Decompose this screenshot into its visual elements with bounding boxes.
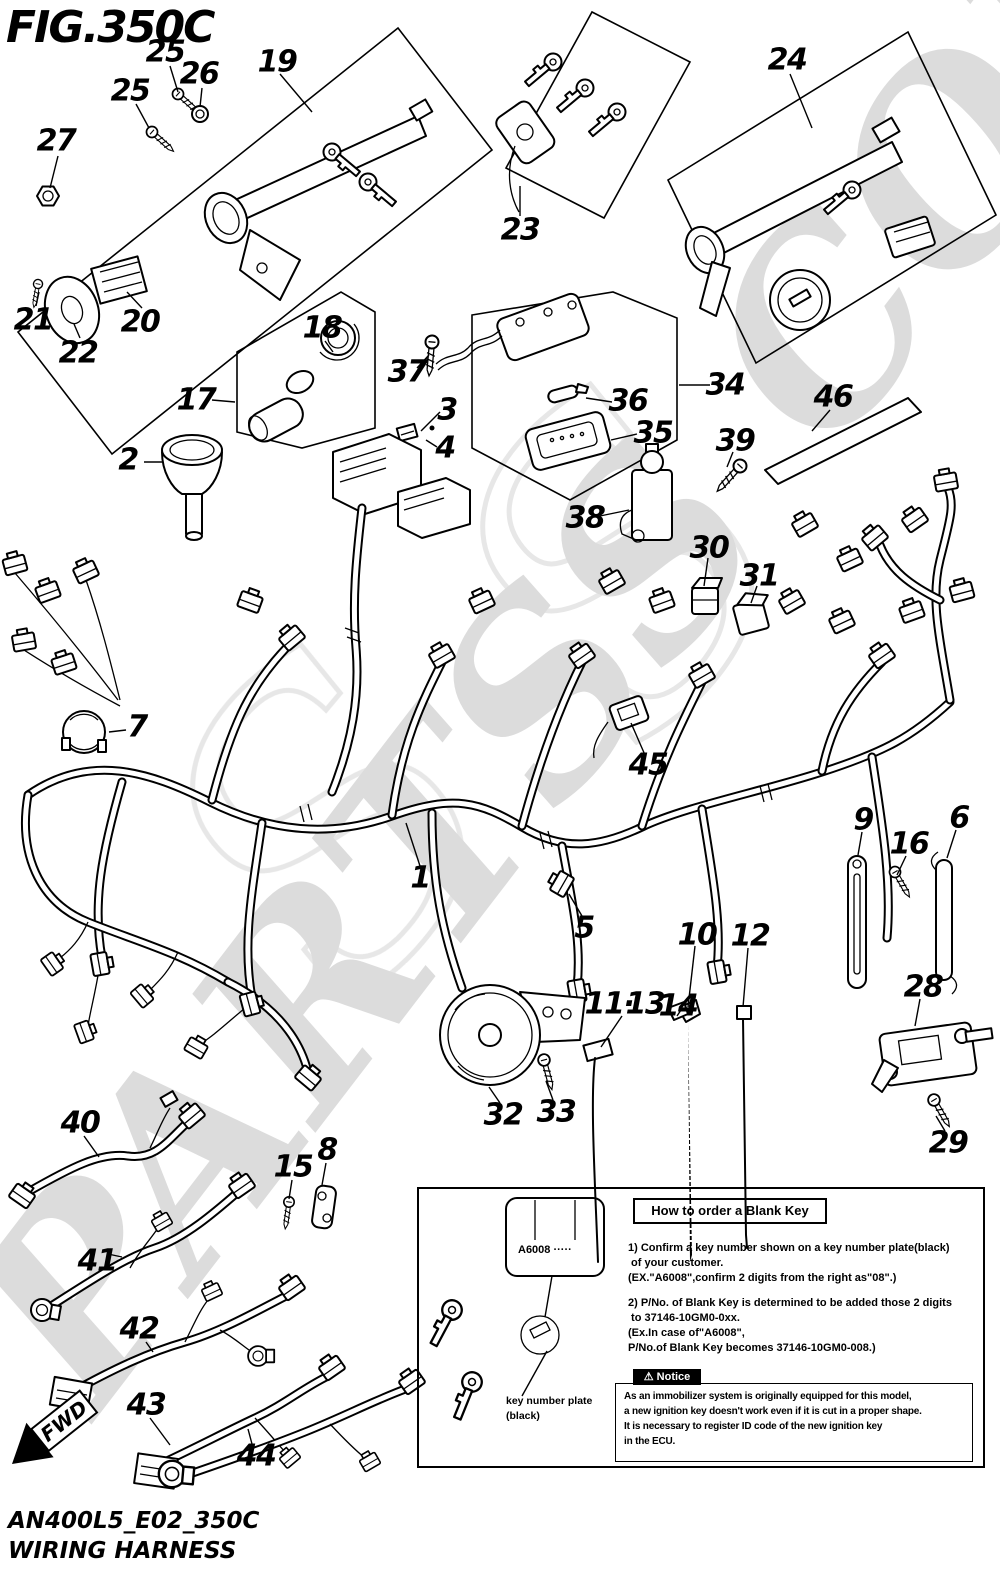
notice-line: a new ignition key doesn't work even if … (624, 1406, 922, 1417)
panel-step1: 1) Confirm a key number shown on a key n… (628, 1241, 950, 1286)
panel-keys (423, 1200, 576, 1424)
key-number-plate-box (505, 1197, 605, 1277)
notice-line: It is necessary to register ID code of t… (624, 1421, 883, 1432)
step1-line: (EX."A6008",confirm 2 digits from the ri… (628, 1272, 897, 1284)
notice-line: in the ECU. (624, 1436, 676, 1447)
figure-title: FIG.350C (6, 2, 215, 53)
notice-text: As an immobilizer system is originally e… (624, 1389, 922, 1449)
straps-9-6 (847, 851, 958, 995)
accessory-socket-17-18 (248, 320, 360, 443)
switch-relays-strip (619, 397, 922, 636)
grommet-and-socket (61, 695, 650, 759)
plate-callout-line: key number plate (506, 1395, 593, 1407)
lamp-assembly-34-36 (435, 292, 612, 471)
footer: AN400L5_E02_350C WIRING HARNESS (8, 1506, 259, 1566)
notice-line: As an immobilizer system is originally e… (624, 1391, 912, 1402)
horn-32 (439, 984, 586, 1092)
step2-line: to 37146-10GM0-0xx. (628, 1312, 740, 1324)
ignition-switch-assembly (28, 98, 434, 345)
fasteners-top-left (36, 85, 209, 207)
step1-line: of your customer. (628, 1257, 724, 1269)
step2-line: P/No.of Blank Key becomes 37146-10GM0-00… (628, 1342, 876, 1354)
latch-28 (871, 1021, 994, 1131)
cable-ties (582, 999, 752, 1263)
panel-title: How to order a Blank Key (651, 1203, 809, 1218)
footer-name: WIRING HARNESS (8, 1538, 237, 1564)
bracket-8-screw-15 (279, 1184, 337, 1231)
leader-lines (35, 65, 957, 1446)
step1-line: 1) Confirm a key number shown on a key n… (628, 1242, 950, 1254)
plate-callout: key number plate (black) (506, 1394, 592, 1424)
step2-line: 2) P/No. of Blank Key is determined to b… (628, 1297, 952, 1309)
harness-connectors (0, 466, 976, 1093)
footer-code: AN400L5_E02_350C (8, 1508, 260, 1534)
relay-blocks (332, 433, 471, 539)
main-harness (21, 483, 956, 1077)
key-set-23 (495, 49, 630, 213)
fwd-arrow (12, 1389, 99, 1464)
notice-badge: ⚠ Notice (633, 1369, 701, 1385)
panel-title-box: How to order a Blank Key (633, 1198, 827, 1224)
warning-icon: ⚠ (643, 1371, 654, 1383)
sub-cables-40-44 (7, 1090, 427, 1491)
step2-line: (Ex.In case of"A6008", (628, 1327, 745, 1339)
funnel-and-fuse (161, 333, 441, 541)
key-number-plate-text: A6008 ····· (518, 1244, 572, 1256)
panel-step2: 2) P/No. of Blank Key is determined to b… (628, 1296, 952, 1356)
group-boxes (16, 10, 998, 501)
ignition-assembly-24 (684, 116, 936, 331)
notice-box (615, 1383, 973, 1462)
notice-title: Notice (656, 1371, 691, 1383)
key-order-panel (417, 1187, 985, 1468)
plate-callout-line: (black) (506, 1410, 540, 1422)
